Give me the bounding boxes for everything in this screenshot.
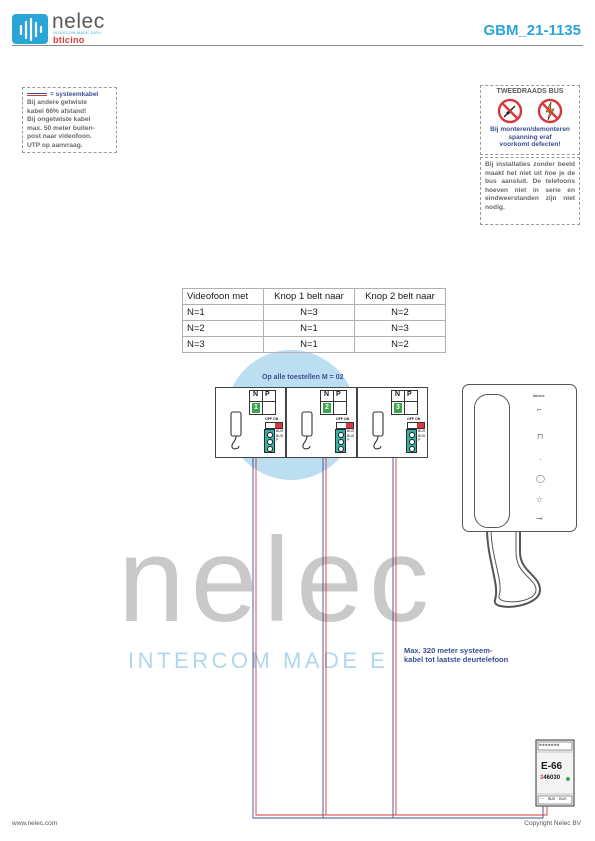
np-header-n: N <box>395 391 401 398</box>
np-selector: N P 3 <box>391 390 418 415</box>
table-cell: N=2 <box>354 336 446 353</box>
cable-legend: = systeemkabel <box>27 91 112 98</box>
termination-switch[interactable] <box>407 422 425 429</box>
table-header-row: Videofoon met Knop 1 belt naar Knop 2 be… <box>182 288 446 305</box>
bus-wire-blue <box>322 427 336 818</box>
bus-title: TWEEDRAADS BUS <box>496 88 564 95</box>
handset-button[interactable]: ⌐ <box>537 405 542 414</box>
no-voltage-icon <box>537 98 563 124</box>
handset-icon <box>372 411 384 450</box>
footer-copyright: Copyright Nelec BV <box>524 820 581 827</box>
watermark-word: nelec <box>118 513 435 647</box>
address-label: Op alle toestellen M = 02 <box>262 374 344 381</box>
termination-switch[interactable] <box>336 422 354 429</box>
install-note: Bij installaties zonder beeld maakt het … <box>480 157 580 225</box>
handset-button[interactable]: ☆ <box>536 495 544 504</box>
max-cable-label: Max. 320 meter systeem- kabel tot laatst… <box>404 646 509 664</box>
handset-receiver <box>474 394 510 528</box>
system-cable-icon <box>27 92 47 97</box>
install-note-text-1: Bij installaties zonder beeld maakt het … <box>485 161 575 177</box>
cable-note: = systeemkabel Bij andere getwiste kabel… <box>22 87 117 153</box>
cable-note-line: Bij andere getwiste <box>27 99 88 106</box>
install-note-text-2: je de bus aansluit. De telefoons hoeven … <box>485 169 575 211</box>
np-selector: N P 2 <box>320 390 347 415</box>
header-divider <box>12 45 583 46</box>
table-cell: N=1 <box>263 336 355 353</box>
psu-terminals-bottom: ~ ~ BUS BUS <box>539 797 567 801</box>
nelec-logo-icon <box>12 14 48 44</box>
table-row: N=3 N=1 N=2 <box>182 336 446 353</box>
document-code: GBM_21-1135 <box>483 22 581 39</box>
intercom-module-3: N P 3 OFF ON BUS BUS P <box>357 387 428 458</box>
switch-label: OFF ON <box>336 417 350 421</box>
termination-switch[interactable] <box>265 422 283 429</box>
terminal-block <box>264 429 275 453</box>
terminal-labels: BUS BUS P <box>418 429 426 442</box>
brand-name: nelec <box>52 10 105 33</box>
handset-button[interactable]: ⊓ <box>537 432 544 441</box>
install-note-emphasis: hoe <box>544 169 557 177</box>
terminal-block <box>406 429 417 453</box>
table-row: N=1 N=3 N=2 <box>182 304 446 321</box>
switch-label: OFF ON <box>407 417 421 421</box>
cable-note-line: kabel 66% afstand! <box>27 107 87 115</box>
handset-button[interactable]: ◯ <box>536 474 545 483</box>
terminal-labels: BUS BUS P <box>347 429 355 442</box>
psu-code: 346030 <box>540 775 561 781</box>
handset-brand: bticino <box>533 394 545 398</box>
module-n-value: 3 <box>394 403 402 413</box>
np-header-p: P <box>265 391 270 398</box>
np-selector: N P 1 <box>249 390 276 415</box>
psu-name: E-66 <box>541 761 563 772</box>
power-supply-unit <box>535 739 575 807</box>
switch-label: OFF ON <box>265 417 279 421</box>
intercom-module-1: N P 1 OFF ON BUS BUS P <box>215 387 286 458</box>
np-header-n: N <box>253 391 259 398</box>
cable-legend-label: = systeemkabel <box>50 91 99 98</box>
handset-button[interactable]: · <box>539 455 542 464</box>
cable-note-line: Bij ongetwiste kabel <box>27 116 91 123</box>
module-n-value: 2 <box>323 403 331 413</box>
no-unplug-icon <box>497 98 523 124</box>
module-n-value: 1 <box>252 403 260 413</box>
bus-warning-line: spanning eraf <box>508 133 552 141</box>
partner-brand: bticino <box>53 35 85 45</box>
bus-warning-line: voorkomt defecten! <box>499 141 561 148</box>
terminal-block <box>335 429 346 453</box>
np-header-n: N <box>324 391 330 398</box>
np-header-p: P <box>336 391 341 398</box>
cable-note-line: UTP op aanvraag. <box>27 141 83 149</box>
bus-warning-text: Bij monteren/demonteren spanning eraf vo… <box>481 126 579 149</box>
handset-cord <box>486 527 542 608</box>
bus-wire-blue <box>392 427 407 818</box>
cable-note-text: Bij andere getwiste kabel 66% afstand! B… <box>27 99 112 150</box>
terminal-labels: BUS BUS P <box>276 429 284 442</box>
psu-terminals-top: ⊕⊕⊕⊕⊕⊕⊕ <box>539 743 560 747</box>
handset-icon <box>301 411 313 450</box>
intercom-module-2: N P 2 OFF ON BUS BUS P <box>286 387 357 458</box>
bus-warning-line: Bij monteren/demonteren <box>490 126 570 133</box>
bus-icons <box>481 98 579 124</box>
bus-wire-red <box>395 431 407 815</box>
handset-icon <box>230 411 242 450</box>
footer-website[interactable]: www.nelec.com <box>12 820 58 827</box>
call-table: Videofoon met Knop 1 belt naar Knop 2 be… <box>182 288 446 353</box>
handset-button[interactable]: ⊸ <box>536 514 543 523</box>
bus-warning-note: TWEEDRAADS BUS Bij monteren/demonteren s… <box>480 85 580 155</box>
brand-tagline: INTERCOM MADE EASY <box>53 31 103 35</box>
bus-wire-red <box>325 431 336 815</box>
table-row: N=2 N=1 N=3 <box>182 320 446 337</box>
cable-note-line: post naar videofoon. <box>27 133 92 140</box>
cable-note-line: max. 50 meter buiten- <box>27 124 95 132</box>
np-header-p: P <box>407 391 412 398</box>
